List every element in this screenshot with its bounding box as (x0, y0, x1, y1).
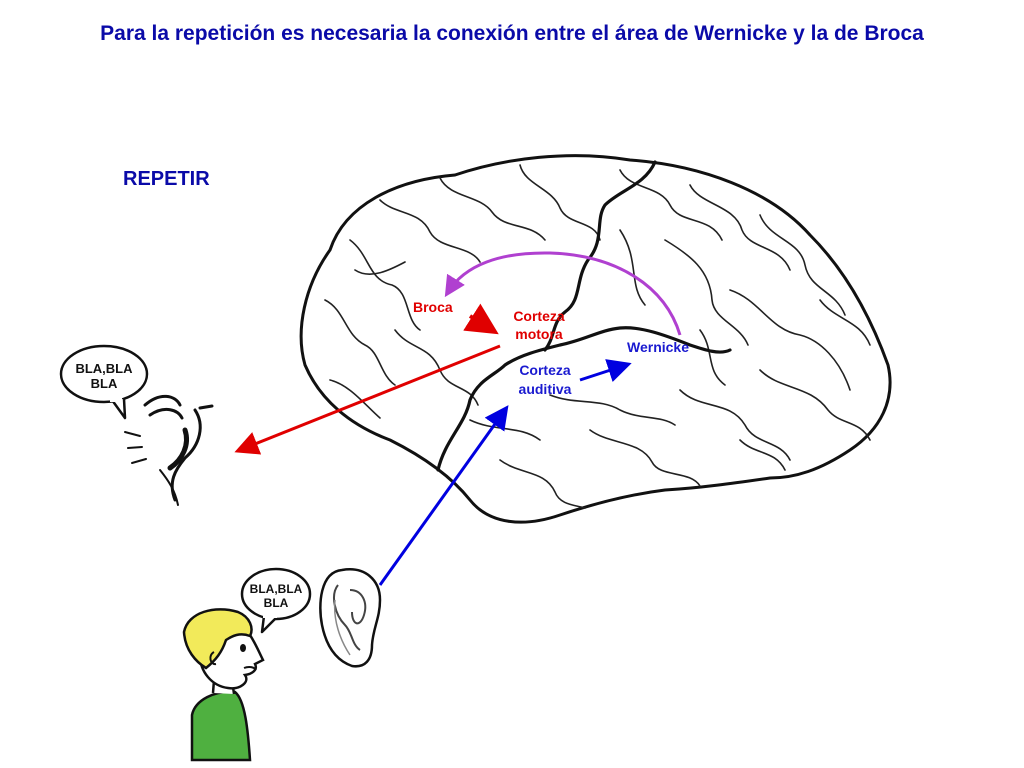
auditory-cortex-label-line2: auditiva (519, 381, 572, 397)
ear-icon (319, 568, 382, 668)
section-heading: REPETIR (123, 168, 210, 190)
motor-cortex-label-line1: Corteza (513, 308, 565, 324)
boy-shirt (190, 690, 252, 762)
boy-hair (182, 608, 253, 670)
boy-bubble-line2: BLA (264, 596, 289, 610)
arcuate-fasciculus-arrow (444, 251, 682, 336)
ear-to-auditory-arrow (378, 405, 509, 586)
boy-bubble: BLA,BLA BLA (240, 567, 312, 634)
auditory-cortex-label-line1: Corteza (519, 362, 571, 378)
motor-cortex-label-line2: motora (515, 326, 563, 342)
speaker-bubble: BLA,BLA BLA (59, 344, 149, 420)
brain-outline (299, 154, 892, 524)
slide-title: Para la repetición es necesaria la conex… (100, 22, 924, 45)
auditory-to-wernicke-arrow (579, 359, 632, 382)
central-sulcus (543, 160, 657, 352)
speaker-bubble-line2: BLA (91, 376, 118, 391)
brain-illustration (299, 154, 892, 524)
boy-bubble-line1: BLA,BLA (250, 582, 303, 596)
boy-icon (182, 608, 265, 762)
broca-to-motor-arrow (463, 303, 499, 335)
lateral-fissure (436, 326, 732, 472)
broca-label: Broca (413, 299, 453, 315)
wernicke-label: Wernicke (627, 339, 689, 355)
speaker-bubble-line1: BLA,BLA (75, 361, 133, 376)
motor-to-mouth-arrow (234, 344, 501, 455)
mouth-icon (124, 394, 214, 506)
